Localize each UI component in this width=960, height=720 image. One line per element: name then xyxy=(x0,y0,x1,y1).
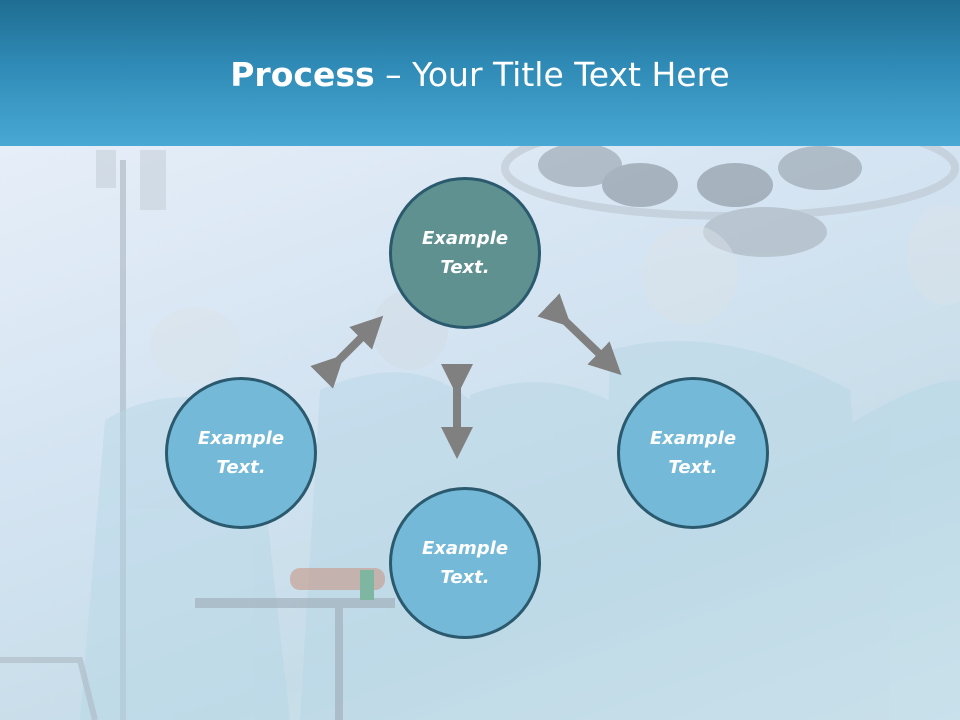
process-step-bottom-label: Example Text. xyxy=(421,538,509,588)
process-step-left-label: Example Text. xyxy=(197,428,285,478)
process-step-right-label: Example Text. xyxy=(649,428,737,478)
title-banner: Process – Your Title Text Here xyxy=(0,0,960,146)
operating-table xyxy=(0,568,395,720)
title-bold: Process xyxy=(230,55,375,94)
process-step-top-label: Example Text. xyxy=(421,228,509,278)
surgical-lamp-icon xyxy=(501,146,959,257)
process-step-left[interactable]: Example Text. xyxy=(165,377,317,529)
process-step-right[interactable]: Example Text. xyxy=(617,377,769,529)
title-rest: – Your Title Text Here xyxy=(374,55,730,94)
process-step-top[interactable]: Example Text. xyxy=(389,177,541,329)
double-arrow-top-right xyxy=(537,293,622,376)
process-step-bottom[interactable]: Example Text. xyxy=(389,487,541,639)
slide-title: Process – Your Title Text Here xyxy=(0,52,960,98)
iv-pole-icon xyxy=(96,150,166,720)
double-arrow-top-left xyxy=(310,315,384,389)
